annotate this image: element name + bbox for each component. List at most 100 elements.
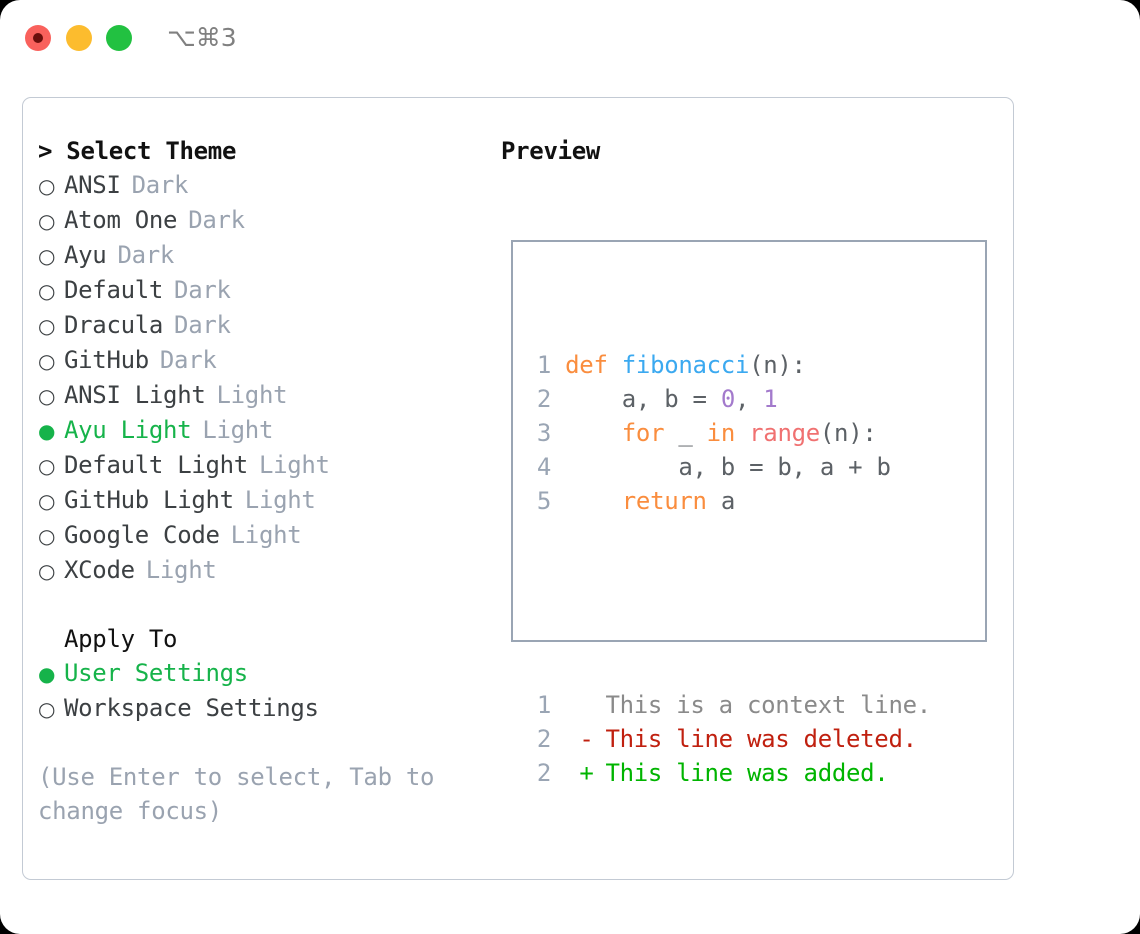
radio-unselected-icon: ○ <box>38 244 56 268</box>
code-token: (n): <box>819 419 877 447</box>
line-number: 2 <box>536 385 551 413</box>
code-token: def <box>565 351 622 379</box>
theme-option[interactable]: ○ Dracula Dark <box>38 308 488 343</box>
diff-line: 2 - This line was deleted. <box>529 722 931 756</box>
diff-marker: + <box>579 759 594 787</box>
theme-option[interactable]: ○ Atom One Dark <box>38 203 488 238</box>
theme-variant-tag: Light <box>258 451 330 479</box>
apply-to-list: ● User Settings ○Workspace Settings <box>38 656 488 726</box>
theme-variant-tag: Light <box>145 556 217 584</box>
code-line: 4 a, b = b, a + b <box>529 450 931 484</box>
code-token: 0 <box>720 385 735 413</box>
code-token <box>735 419 749 447</box>
apply-to-option[interactable]: ○Workspace Settings <box>38 691 488 726</box>
code-line: 5 return a <box>529 484 931 518</box>
diff-line: 1 This is a context line. <box>529 688 931 722</box>
theme-option-label: XCode <box>64 556 135 584</box>
code-token: a, b = b, a + b <box>565 453 891 481</box>
code-token: return <box>621 487 707 515</box>
code-line: 1 def fibonacci(n): <box>529 348 931 382</box>
theme-option-label: GitHub Light <box>64 486 234 514</box>
maximize-window-button[interactable] <box>106 25 132 51</box>
code-token: in <box>706 419 736 447</box>
preview-heading: Preview <box>501 137 601 165</box>
radio-unselected-icon: ○ <box>38 524 56 548</box>
code-token: (n): <box>749 351 806 379</box>
radio-unselected-icon: ○ <box>38 384 56 408</box>
apply-to-option-label: User Settings <box>64 659 248 687</box>
theme-option[interactable]: ○ ANSI Light Light <box>38 378 488 413</box>
code-token: fibonacci <box>621 351 750 379</box>
theme-option-label: ANSI <box>64 171 121 199</box>
title-bar: ⌥⌘3 <box>0 0 1140 76</box>
code-token: a <box>706 487 735 515</box>
close-window-button[interactable] <box>25 25 51 51</box>
code-line: 3 for _ in range(n): <box>529 416 931 450</box>
diff-marker <box>579 688 591 722</box>
code-token <box>565 419 622 447</box>
radio-selected-icon: ● <box>38 662 56 686</box>
minimize-window-button[interactable] <box>66 25 92 51</box>
preview-column: Preview 1 def fibonacci(n):2 a, b = 0, 1… <box>501 134 1001 787</box>
theme-variant-tag: Dark <box>117 241 175 269</box>
line-number: 2 <box>536 725 551 753</box>
apply-to-heading: Apply To <box>64 625 178 653</box>
theme-option[interactable]: ○ Default Light Light <box>38 448 488 483</box>
theme-option-label: GitHub <box>64 346 149 374</box>
radio-unselected-icon: ○ <box>38 174 56 198</box>
diff-text: This line was deleted. <box>605 725 917 753</box>
diff-line: 2 + This line was added. <box>529 756 931 790</box>
radio-unselected-icon: ○ <box>38 349 56 373</box>
diff-sample: 1 This is a context line.2 - This line w… <box>529 688 931 790</box>
theme-variant-tag: Light <box>216 381 288 409</box>
theme-option[interactable]: ○ GitHub Light Light <box>38 483 488 518</box>
theme-variant-tag: Dark <box>159 346 217 374</box>
theme-option-label: Ayu Light <box>64 416 192 444</box>
code-token: range <box>749 419 820 447</box>
radio-unselected-icon: ○ <box>38 454 56 478</box>
radio-selected-icon: ● <box>38 419 56 443</box>
line-number: 1 <box>536 691 551 719</box>
radio-unselected-icon: ○ <box>38 314 56 338</box>
theme-option-label: Default Light <box>64 451 248 479</box>
code-token: a, b = <box>565 385 721 413</box>
theme-variant-tag: Light <box>244 486 316 514</box>
diff-text: This is a context line. <box>605 691 931 719</box>
theme-variant-tag: Dark <box>174 311 231 339</box>
radio-unselected-icon: ○ <box>38 209 56 233</box>
code-token: _ <box>664 419 707 447</box>
code-token <box>565 487 622 515</box>
theme-variant-tag: Dark <box>188 206 245 234</box>
theme-option-label: Atom One <box>64 206 178 234</box>
theme-variant-tag: Dark <box>131 171 189 199</box>
diff-marker: - <box>579 725 594 753</box>
keyboard-hint-text: (Use Enter to select, Tab to change focu… <box>38 763 435 825</box>
code-line: 2 a, b = 0, 1 <box>529 382 931 416</box>
code-token: for <box>621 419 665 447</box>
diff-text: This line was added. <box>605 759 889 787</box>
code-token: 1 <box>763 385 778 413</box>
theme-option-label: Default <box>64 276 164 304</box>
theme-variant-tag: Light <box>230 521 302 549</box>
line-number: 3 <box>536 419 551 447</box>
line-number: 4 <box>536 453 551 481</box>
radio-unselected-icon: ○ <box>38 279 56 303</box>
code-token: , <box>734 385 764 413</box>
theme-option-label: ANSI Light <box>64 381 206 409</box>
theme-option[interactable]: ○ GitHub Dark <box>38 343 488 378</box>
apply-to-option[interactable]: ● User Settings <box>38 656 488 691</box>
radio-unselected-icon: ○ <box>38 489 56 513</box>
theme-option[interactable]: ○ ANSI Dark <box>38 168 488 203</box>
theme-option-label: Dracula <box>64 311 164 339</box>
line-number: 5 <box>536 487 551 515</box>
